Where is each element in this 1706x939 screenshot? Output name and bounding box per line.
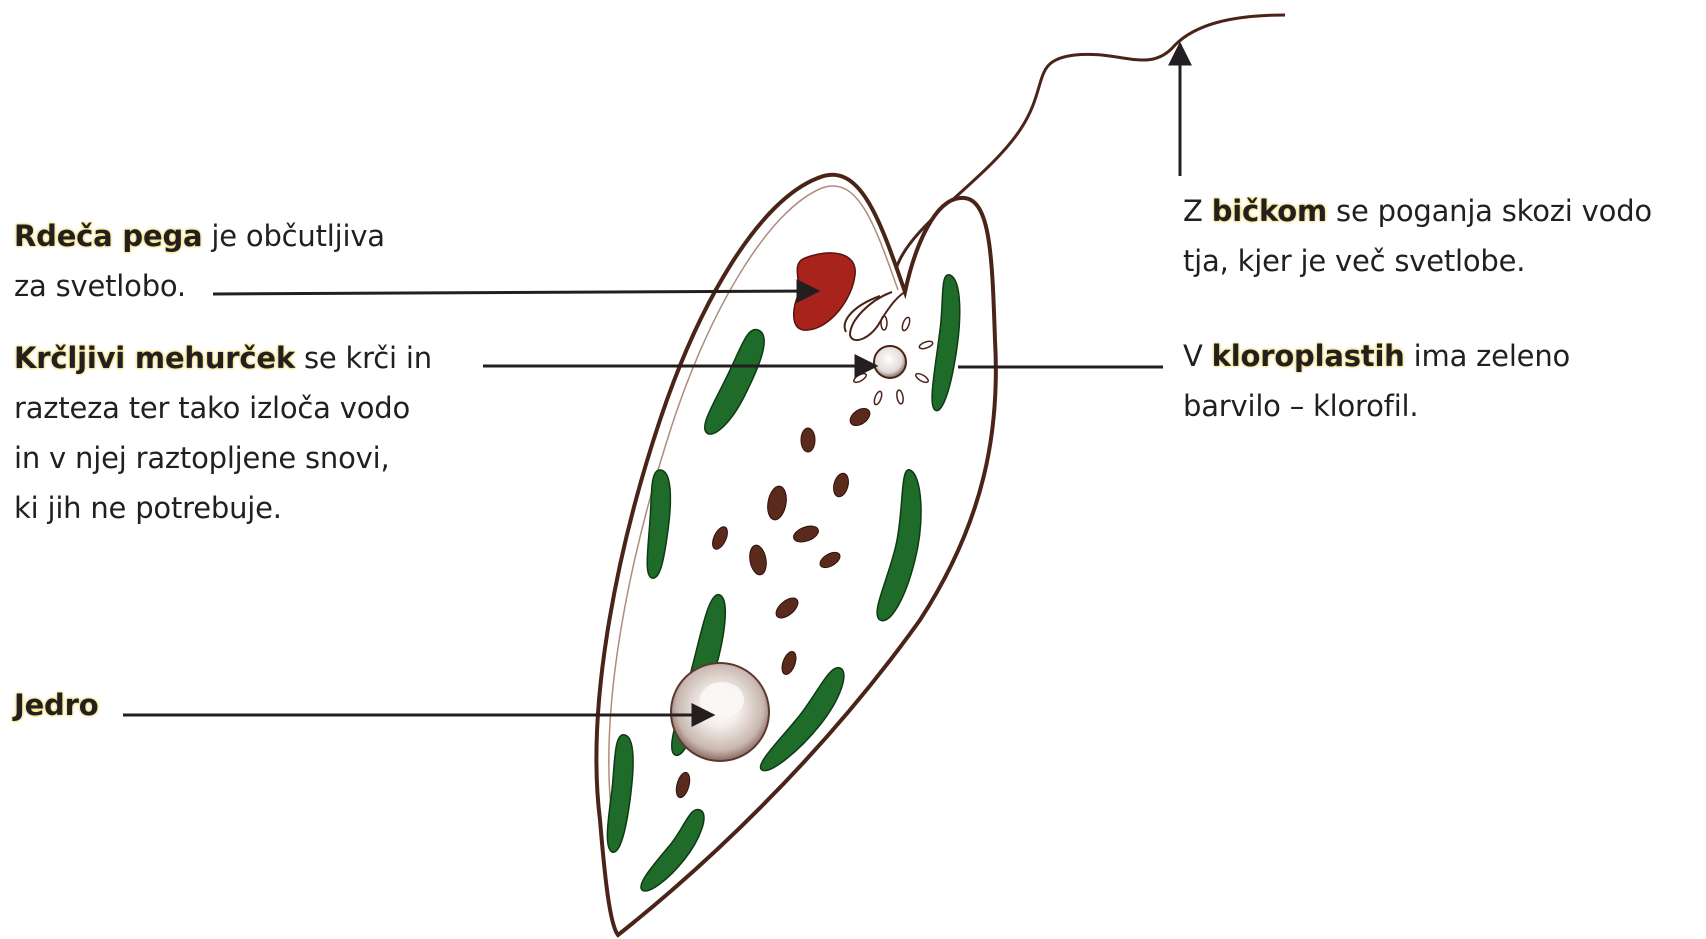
flagellum-label: Z bičkom se poganja skozi vodo tja, kjer…	[1183, 186, 1652, 286]
nucleus-label: Jedro	[14, 680, 98, 730]
eyespot-label: Rdeča pega je občutljiva za svetlobo.	[14, 211, 385, 311]
nucleus	[671, 663, 769, 761]
nucleus-keyword: Jedro	[14, 688, 98, 722]
eyespot-keyword: Rdeča pega	[14, 219, 202, 253]
vacuole-keyword: Krčljivi mehurček	[14, 341, 295, 375]
contractile-vacuole-label: Krčljivi mehurček se krči in razteza ter…	[14, 333, 432, 533]
flagellum-keyword: bičkom	[1212, 194, 1327, 228]
chloroplast-label: V kloroplastih ima zeleno barvilo – klor…	[1183, 331, 1570, 431]
chloroplast-keyword: kloroplastih	[1212, 339, 1405, 373]
